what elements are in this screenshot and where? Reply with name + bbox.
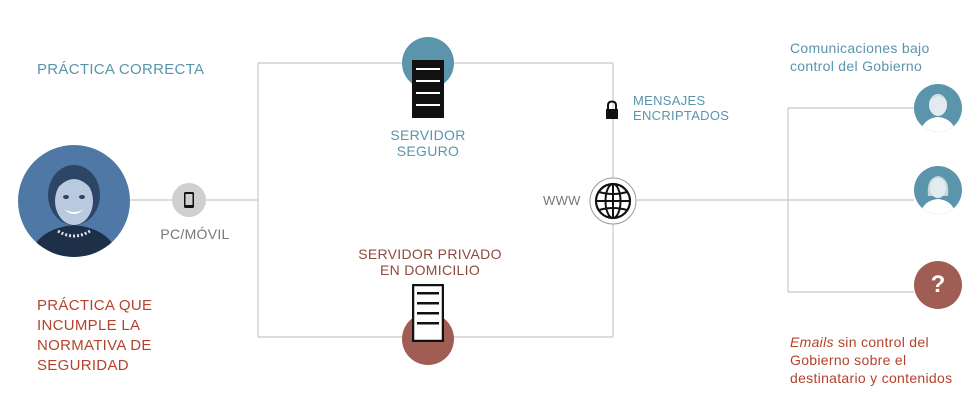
government-communications-line1: Comunicaciones bajo <box>790 40 930 56</box>
incorrect-practice-label: PRÁCTICA QUE INCUMPLE LA NORMATIVA DE SE… <box>37 296 152 376</box>
user-portrait <box>18 145 130 257</box>
pc-movil-label: PC/MÓVIL <box>160 226 230 242</box>
correct-practice-label: PRÁCTICA CORRECTA <box>37 61 205 78</box>
encrypted-messages-label: MENSAJES ENCRIPTADOS <box>633 93 729 123</box>
private-server-label-line1: SERVIDOR PRIVADO <box>358 246 502 262</box>
encrypted-messages-line2: ENCRIPTADOS <box>633 108 730 123</box>
person-silhouette-icon <box>30 165 118 257</box>
incorrect-practice-line1: PRÁCTICA QUE <box>37 297 153 314</box>
www-label: WWW <box>543 193 581 208</box>
uncontrolled-emails-line3: destinatario y contenidos <box>790 370 953 386</box>
government-communications-label: Comunicaciones bajo control del Gobierno <box>790 39 930 75</box>
secure-server-label-line2: SEGURO <box>396 143 460 159</box>
private-server-icon <box>412 284 444 342</box>
uncontrolled-emails-label: Emails sin control del Gobierno sobre el… <box>790 333 952 387</box>
lock-icon <box>606 100 618 119</box>
government-communications-line2: control del Gobierno <box>790 58 923 74</box>
incorrect-practice-line4: SEGURIDAD <box>37 357 129 374</box>
incorrect-practice-line3: NORMATIVA DE <box>37 337 152 354</box>
phone-icon <box>172 183 206 217</box>
globe-icon <box>589 177 637 225</box>
emails-word: Emails <box>790 334 834 350</box>
recipient-secure-1 <box>914 84 962 132</box>
uncontrolled-emails-line1: Emails sin control del <box>790 333 952 351</box>
question-icon: ? <box>914 261 962 309</box>
encrypted-messages-line1: MENSAJES <box>633 93 706 108</box>
private-server-label: SERVIDOR PRIVADO EN DOMICILIO <box>350 246 510 278</box>
secure-server-icon <box>412 60 444 118</box>
person-icon <box>920 94 956 132</box>
person-icon <box>920 176 956 214</box>
secure-server-label-line1: SERVIDOR <box>390 127 466 143</box>
recipient-secure-2 <box>914 166 962 214</box>
uncontrolled-emails-line1-rest: sin control del <box>833 334 929 350</box>
incorrect-practice-line2: INCUMPLE LA <box>37 317 141 334</box>
secure-server-label: SERVIDOR SEGURO <box>368 127 488 159</box>
private-server-label-line2: EN DOMICILIO <box>379 262 481 278</box>
uncontrolled-emails-line2: Gobierno sobre el <box>790 352 907 368</box>
